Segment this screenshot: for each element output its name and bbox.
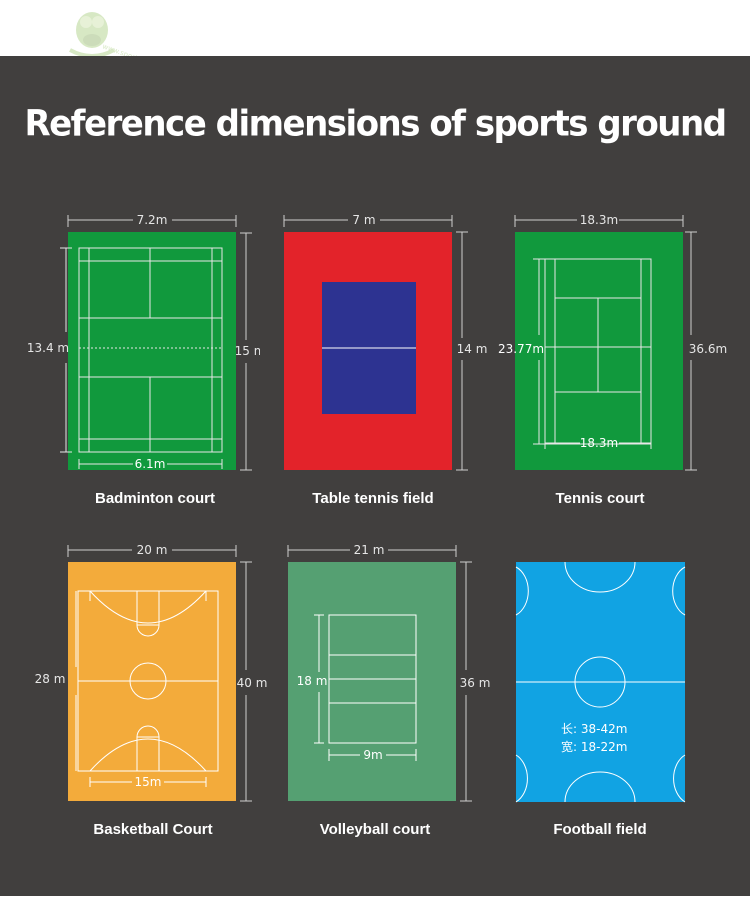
table-tennis-caption: Table tennis field bbox=[312, 490, 434, 507]
basketball-diagram: 20 m 40 m 28 m 15m bbox=[35, 543, 268, 802]
football-caption: Football field bbox=[553, 821, 647, 838]
volleyball-court-surface bbox=[288, 562, 456, 801]
badminton-caption: Badminton court bbox=[95, 490, 215, 507]
badminton-outer-height-label: 15 m bbox=[235, 344, 260, 358]
tennis-caption: Tennis court bbox=[555, 490, 645, 507]
football-width-label: 宽: 18-22m bbox=[561, 739, 627, 754]
basketball-outer-height-label: 40 m bbox=[237, 676, 268, 690]
volleyball-outer-height-label: 36 m bbox=[460, 676, 491, 690]
table-tennis-height-label: 14 m bbox=[457, 342, 488, 356]
badminton-inner-width-label: 6.1m bbox=[135, 457, 166, 471]
tennis-inner-height-label: 23.77m bbox=[498, 342, 544, 356]
badminton-diagram: 7.2m 15 m 13.4 m 6.1m bbox=[27, 213, 260, 471]
table-tennis-width-label: 7 m bbox=[352, 213, 375, 227]
basketball-width-label: 20 m bbox=[137, 543, 168, 557]
page-title: Reference dimensions of sports ground bbox=[24, 103, 727, 145]
basketball-caption: Basketball Court bbox=[93, 821, 213, 838]
tennis-inner-width-label: 18.3m bbox=[580, 436, 618, 450]
table-tennis-diagram: 7 m 14 m bbox=[283, 213, 488, 471]
tennis-outer-height-label: 36.6m bbox=[689, 342, 727, 356]
volleyball-caption: Volleyball court bbox=[319, 821, 431, 838]
basketball-inner-width-label: 15m bbox=[135, 775, 162, 789]
volleyball-inner-height-label: 18 m bbox=[297, 674, 328, 688]
football-diagram: 长: 38-42m 宽: 18-22m bbox=[515, 561, 686, 803]
badminton-court-surface bbox=[68, 232, 236, 470]
tennis-court-surface bbox=[515, 232, 683, 470]
badminton-inner-height-label: 13.4 m bbox=[27, 341, 69, 355]
tennis-width-label: 18.3m bbox=[580, 213, 618, 227]
volleyball-width-label: 21 m bbox=[354, 543, 385, 557]
tennis-diagram: 18.3m 36.6m 23.77m 18.3m bbox=[498, 213, 727, 471]
football-length-label: 长: 38-42m bbox=[561, 722, 627, 736]
volleyball-diagram: 21 m 36 m 18 m 9m bbox=[287, 543, 491, 802]
badminton-width-label: 7.2m bbox=[137, 213, 168, 227]
volleyball-inner-width-label: 9m bbox=[363, 748, 382, 762]
basketball-inner-height-label: 28 m bbox=[35, 672, 66, 686]
